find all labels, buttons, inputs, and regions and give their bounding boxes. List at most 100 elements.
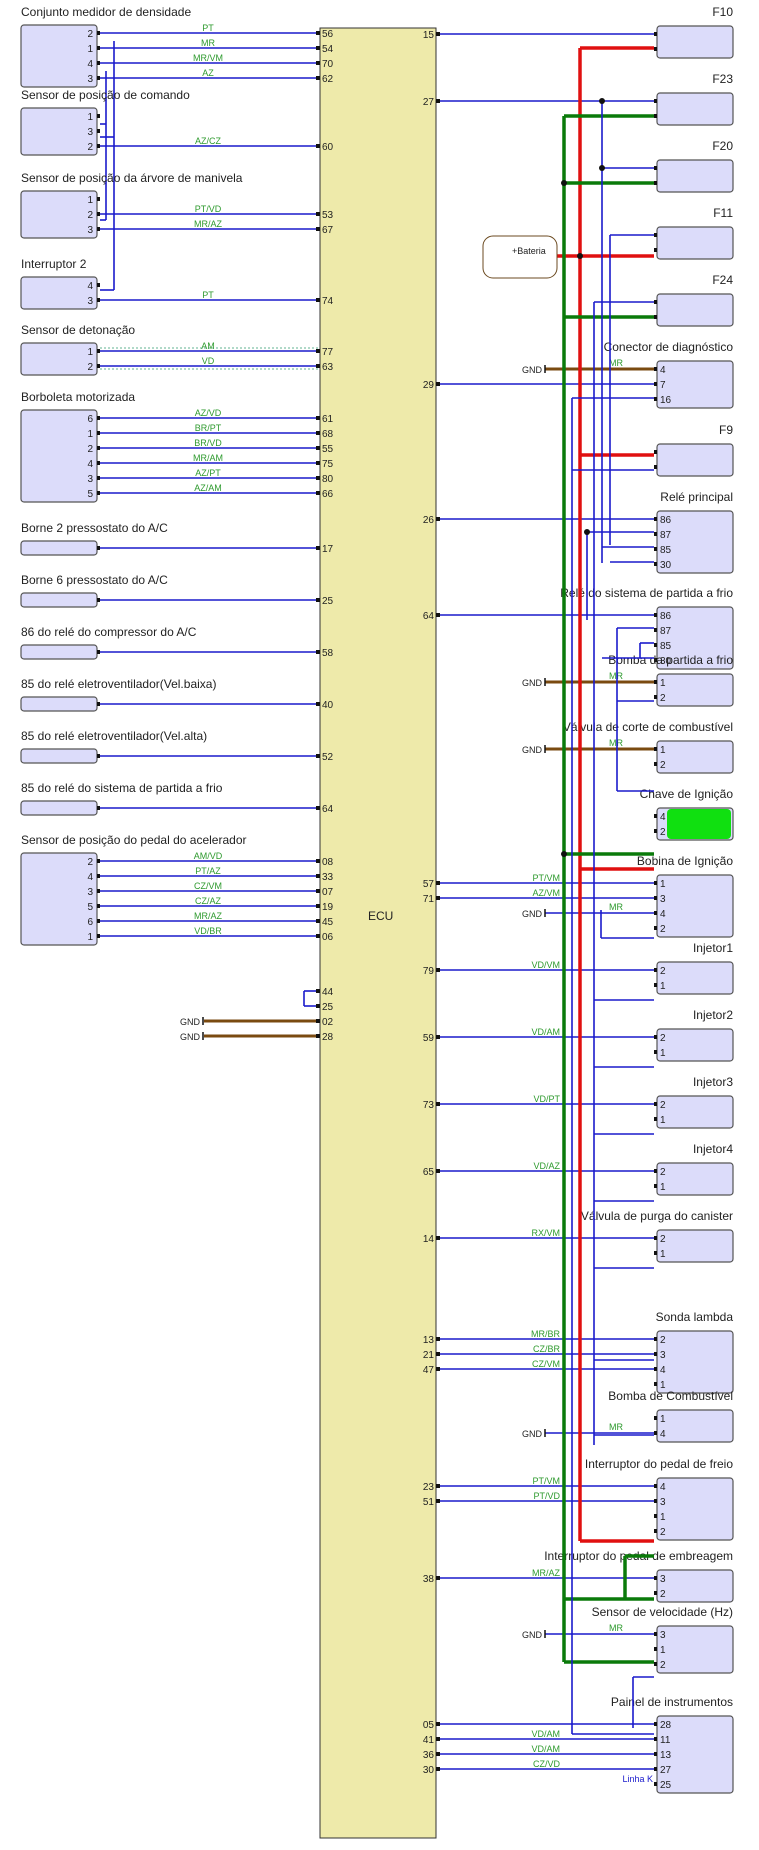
gnd-label: GND: [180, 1017, 201, 1027]
component-connector[interactable]: [656, 961, 734, 995]
component-connector[interactable]: [656, 1095, 734, 1129]
right-component[interactable]: Interruptor do pedal de freio423PT/VM351…: [423, 1457, 734, 1541]
component-connector[interactable]: [656, 159, 734, 193]
pin-terminal: [654, 562, 657, 566]
ecu-terminal: [316, 364, 320, 368]
ecu-terminal: [436, 1035, 440, 1039]
pin-number: 4: [660, 1365, 666, 1376]
right-component[interactable]: Painel de instrumentos28051141VD/AM1336V…: [423, 1695, 734, 1794]
left-component[interactable]: 85 do relé eletroventilador(Vel.baixa)40: [20, 677, 334, 712]
component-connector[interactable]: [656, 1409, 734, 1443]
component-connector[interactable]: [656, 1477, 734, 1541]
component-connector[interactable]: [20, 276, 98, 310]
wire-color-label: PT: [202, 23, 214, 33]
component-connector[interactable]: [20, 540, 98, 556]
component-connector[interactable]: [656, 1229, 734, 1263]
component-connector[interactable]: [20, 696, 98, 712]
right-component[interactable]: F24: [654, 273, 734, 327]
component-title: Borne 6 pressostato do A/C: [21, 573, 168, 587]
component-connector[interactable]: [20, 644, 98, 660]
component-connector[interactable]: [656, 1569, 734, 1603]
pin-terminal: [654, 465, 657, 469]
left-component[interactable]: Borne 6 pressostato do A/C25: [20, 573, 334, 608]
right-component[interactable]: Relé do sistema de partida a frio8664878…: [423, 586, 734, 670]
pin-number: 30: [660, 560, 672, 571]
pin-terminal: [654, 881, 657, 885]
component-connector[interactable]: [656, 92, 734, 126]
ecu-terminal: [436, 1752, 440, 1756]
pin-number: 4: [660, 1482, 666, 1493]
component-connector[interactable]: [656, 740, 734, 774]
junction-dot: [584, 529, 590, 535]
pin-number: 87: [660, 530, 672, 541]
left-component[interactable]: Sensor de posição da árvore de manivela1…: [20, 171, 334, 239]
component-connector[interactable]: [656, 1625, 734, 1674]
pin-terminal: [654, 114, 657, 118]
component-connector[interactable]: [20, 592, 98, 608]
right-component[interactable]: F20: [654, 139, 734, 193]
component-connector[interactable]: [656, 1330, 734, 1394]
component-connector[interactable]: [656, 226, 734, 260]
component-connector[interactable]: [656, 874, 734, 938]
ecu-pin-number: 67: [322, 225, 334, 236]
component-connector[interactable]: [656, 25, 734, 59]
component-connector[interactable]: [656, 606, 734, 670]
left-component[interactable]: Borne 2 pressostato do A/C17: [20, 521, 334, 556]
ecu-terminal: [436, 517, 440, 521]
component-connector[interactable]: [656, 510, 734, 574]
ecu-block[interactable]: [319, 27, 437, 1839]
left-component[interactable]: Sensor de posição do pedal do acelerador…: [20, 833, 334, 946]
component-connector[interactable]: [20, 24, 98, 88]
component-title: Sensor de posição de comando: [21, 88, 190, 102]
left-component[interactable]: 86 do relé do compressor do A/C58: [20, 625, 334, 660]
wire-color-label: MR: [609, 902, 623, 912]
component-connector[interactable]: [20, 107, 98, 156]
component-connector[interactable]: [20, 342, 98, 376]
ecu-pin-number: 23: [423, 1482, 435, 1493]
right-component[interactable]: F9: [654, 423, 734, 477]
left-component[interactable]: 85 do relé do sistema de partida a frio6…: [20, 781, 334, 816]
ecu-terminal: [316, 934, 320, 938]
component-connector[interactable]: [20, 852, 98, 946]
component-connector[interactable]: [20, 800, 98, 816]
right-component[interactable]: Interruptor do pedal de embreagem338MR/A…: [423, 1549, 734, 1603]
pin-number: 2: [660, 1660, 666, 1671]
component-connector[interactable]: [656, 1028, 734, 1062]
wire-color-label: VD: [202, 356, 215, 366]
ecu-pin-number: 59: [423, 1033, 435, 1044]
wire-color-label: AZ/CZ: [195, 136, 222, 146]
ecu-terminal: [436, 99, 440, 103]
pin-terminal: [654, 1169, 657, 1173]
right-component[interactable]: F11: [654, 206, 734, 260]
component-connector[interactable]: [656, 1162, 734, 1196]
component-connector[interactable]: [20, 748, 98, 764]
component-connector[interactable]: [656, 293, 734, 327]
left-component[interactable]: 85 do relé eletroventilador(Vel.alta)52: [20, 729, 334, 764]
battery-box[interactable]: [482, 235, 558, 279]
component-connector[interactable]: [20, 190, 98, 239]
component-connector[interactable]: [656, 443, 734, 477]
component-connector[interactable]: [656, 673, 734, 707]
component-connector[interactable]: [20, 409, 98, 503]
